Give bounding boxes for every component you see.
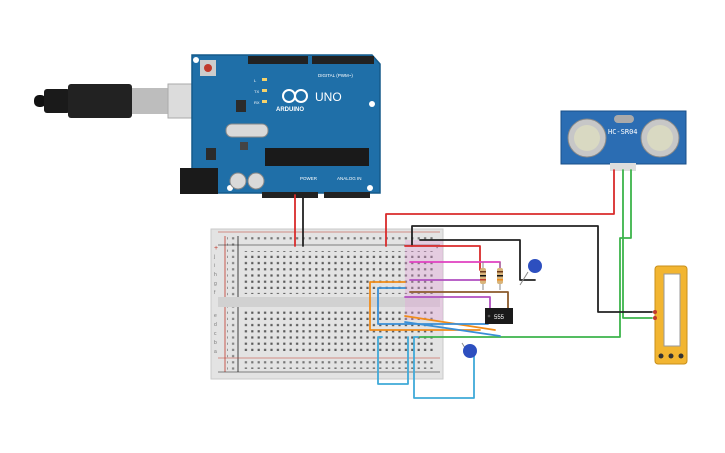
digital-label: DIGITAL (PWM~): [318, 73, 353, 78]
wire-sensor-echo[interactable]: [419, 169, 632, 338]
row-label-c: c: [214, 331, 217, 337]
atmega-chip: [265, 148, 369, 166]
analog-label: ANALOG IN: [337, 176, 362, 181]
slide-potentiometer[interactable]: [653, 265, 688, 365]
capacitor-2[interactable]: [461, 342, 477, 358]
row-label-i: i: [214, 263, 215, 269]
wire-orange-2[interactable]: [404, 315, 496, 331]
arduino-model: UNO: [315, 90, 342, 104]
digital-header-right: [312, 56, 374, 64]
rail-minus-label: -: [436, 245, 439, 252]
wire-purple-2[interactable]: [404, 296, 491, 311]
tx-label: TX: [254, 89, 259, 94]
wire-ground-cap[interactable]: [419, 239, 536, 281]
arduino-logo: [282, 89, 308, 103]
row-label-j: j: [213, 254, 215, 260]
power-header: [262, 192, 318, 198]
power-jack[interactable]: [180, 168, 218, 194]
wire-sensor-vcc[interactable]: [385, 169, 615, 247]
ultrasonic-sensor[interactable]: HC-SR04: [560, 110, 687, 171]
row-label-a: a: [214, 349, 217, 355]
chip-label: 555: [494, 315, 505, 321]
row-label-e: e: [214, 313, 217, 319]
wire-blue-2[interactable]: [404, 321, 501, 337]
wire-ground-loop[interactable]: [411, 225, 653, 313]
power-label: POWER: [300, 176, 318, 181]
usb-cable[interactable]: [34, 83, 205, 119]
row-label-f: f: [214, 290, 216, 296]
row-label-d: d: [214, 322, 217, 328]
rx-label: RX: [254, 100, 260, 105]
capacitor-1[interactable]: [519, 259, 542, 286]
resistor-2[interactable]: [497, 262, 503, 290]
resistor-1[interactable]: [480, 262, 486, 290]
wire-orange-1[interactable]: [369, 281, 481, 331]
arduino-board[interactable]: ARDUINO UNO DIGITAL (PWM~) TX RX L POWER…: [180, 54, 381, 198]
arduino-brand: ARDUINO: [276, 107, 304, 113]
breadboard[interactable]: j i h g f e d c b a + -: [210, 228, 444, 380]
row-label-b: b: [214, 340, 217, 346]
wire-cyan-2[interactable]: [413, 336, 475, 399]
row-label-h: h: [214, 272, 217, 278]
l-label: L: [254, 78, 257, 83]
rail-plus-label: +: [214, 245, 218, 252]
sensor-label: HC-SR04: [608, 128, 638, 136]
digital-header-left: [248, 56, 308, 64]
wire-brown[interactable]: [409, 291, 509, 311]
wire-blue-1[interactable]: [377, 287, 489, 325]
wire-cyan-1[interactable]: [377, 336, 409, 385]
analog-header: [324, 192, 370, 198]
wire-sensor-trig[interactable]: [622, 169, 653, 319]
timer-555-chip[interactable]: 555: [485, 308, 513, 324]
row-label-g: g: [214, 281, 217, 287]
